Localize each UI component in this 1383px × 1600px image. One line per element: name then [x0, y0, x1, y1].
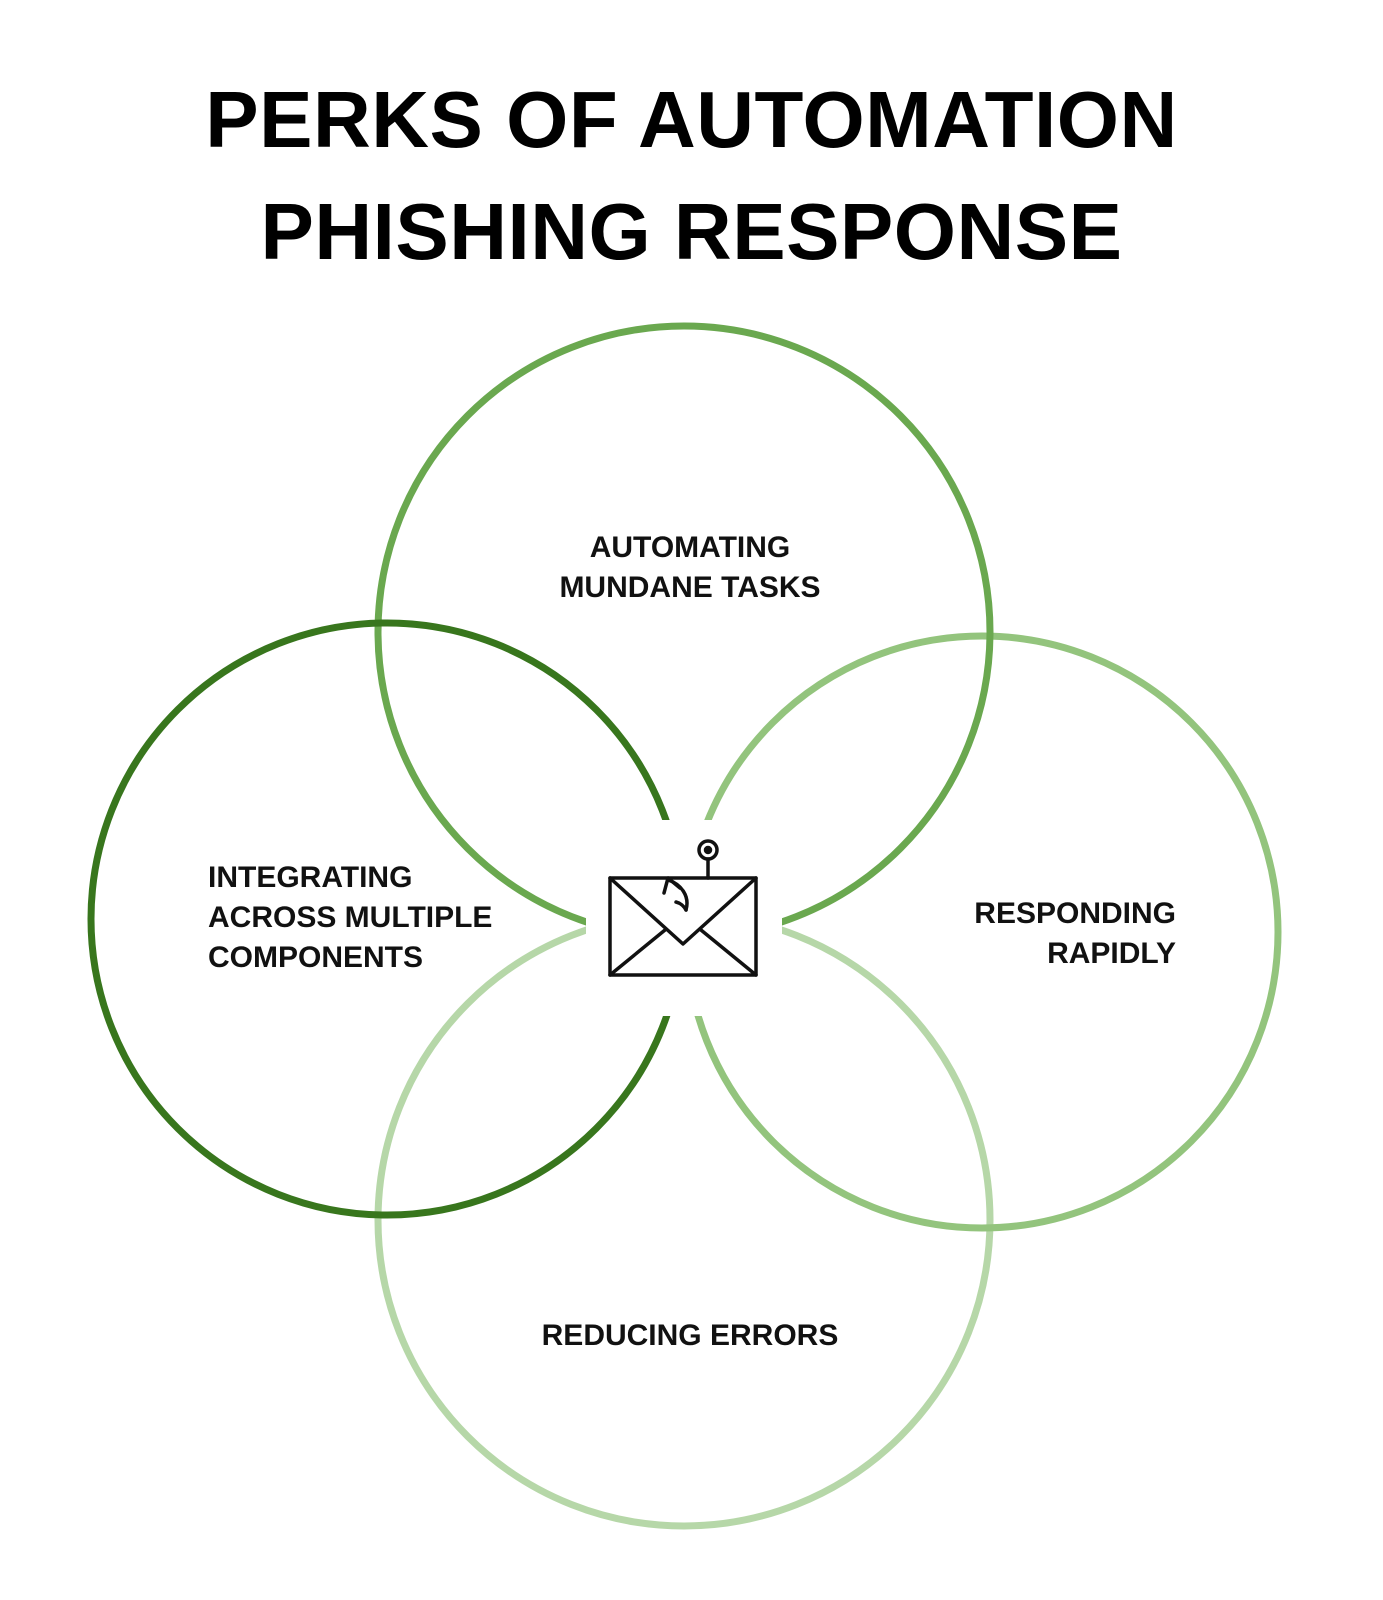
icon-backdrop: [586, 820, 782, 1016]
label-line: RESPONDING: [974, 897, 1176, 930]
page-title-line-2: PHISHING RESPONSE: [260, 187, 1123, 276]
label-line: INTEGRATING: [208, 861, 413, 894]
label-line: COMPONENTS: [208, 941, 424, 974]
label-line: REDUCING ERRORS: [541, 1319, 839, 1352]
page-title-line-1: PERKS OF AUTOMATION: [205, 75, 1178, 164]
label-line: MUNDANE TASKS: [559, 571, 821, 604]
label-line: AUTOMATING: [589, 531, 791, 564]
label-responding-rapidly: RESPONDING RAPIDLY: [880, 894, 1176, 974]
label-automating-mundane-tasks: AUTOMATING MUNDANE TASKS: [480, 528, 900, 608]
label-reducing-errors: REDUCING ERRORS: [480, 1316, 900, 1356]
label-line: ACROSS MULTIPLE: [208, 901, 493, 934]
label-line: RAPIDLY: [1047, 937, 1176, 970]
label-integrating-across-components: INTEGRATING ACROSS MULTIPLE COMPONENTS: [208, 858, 492, 978]
phishing-email-icon: [608, 839, 758, 977]
